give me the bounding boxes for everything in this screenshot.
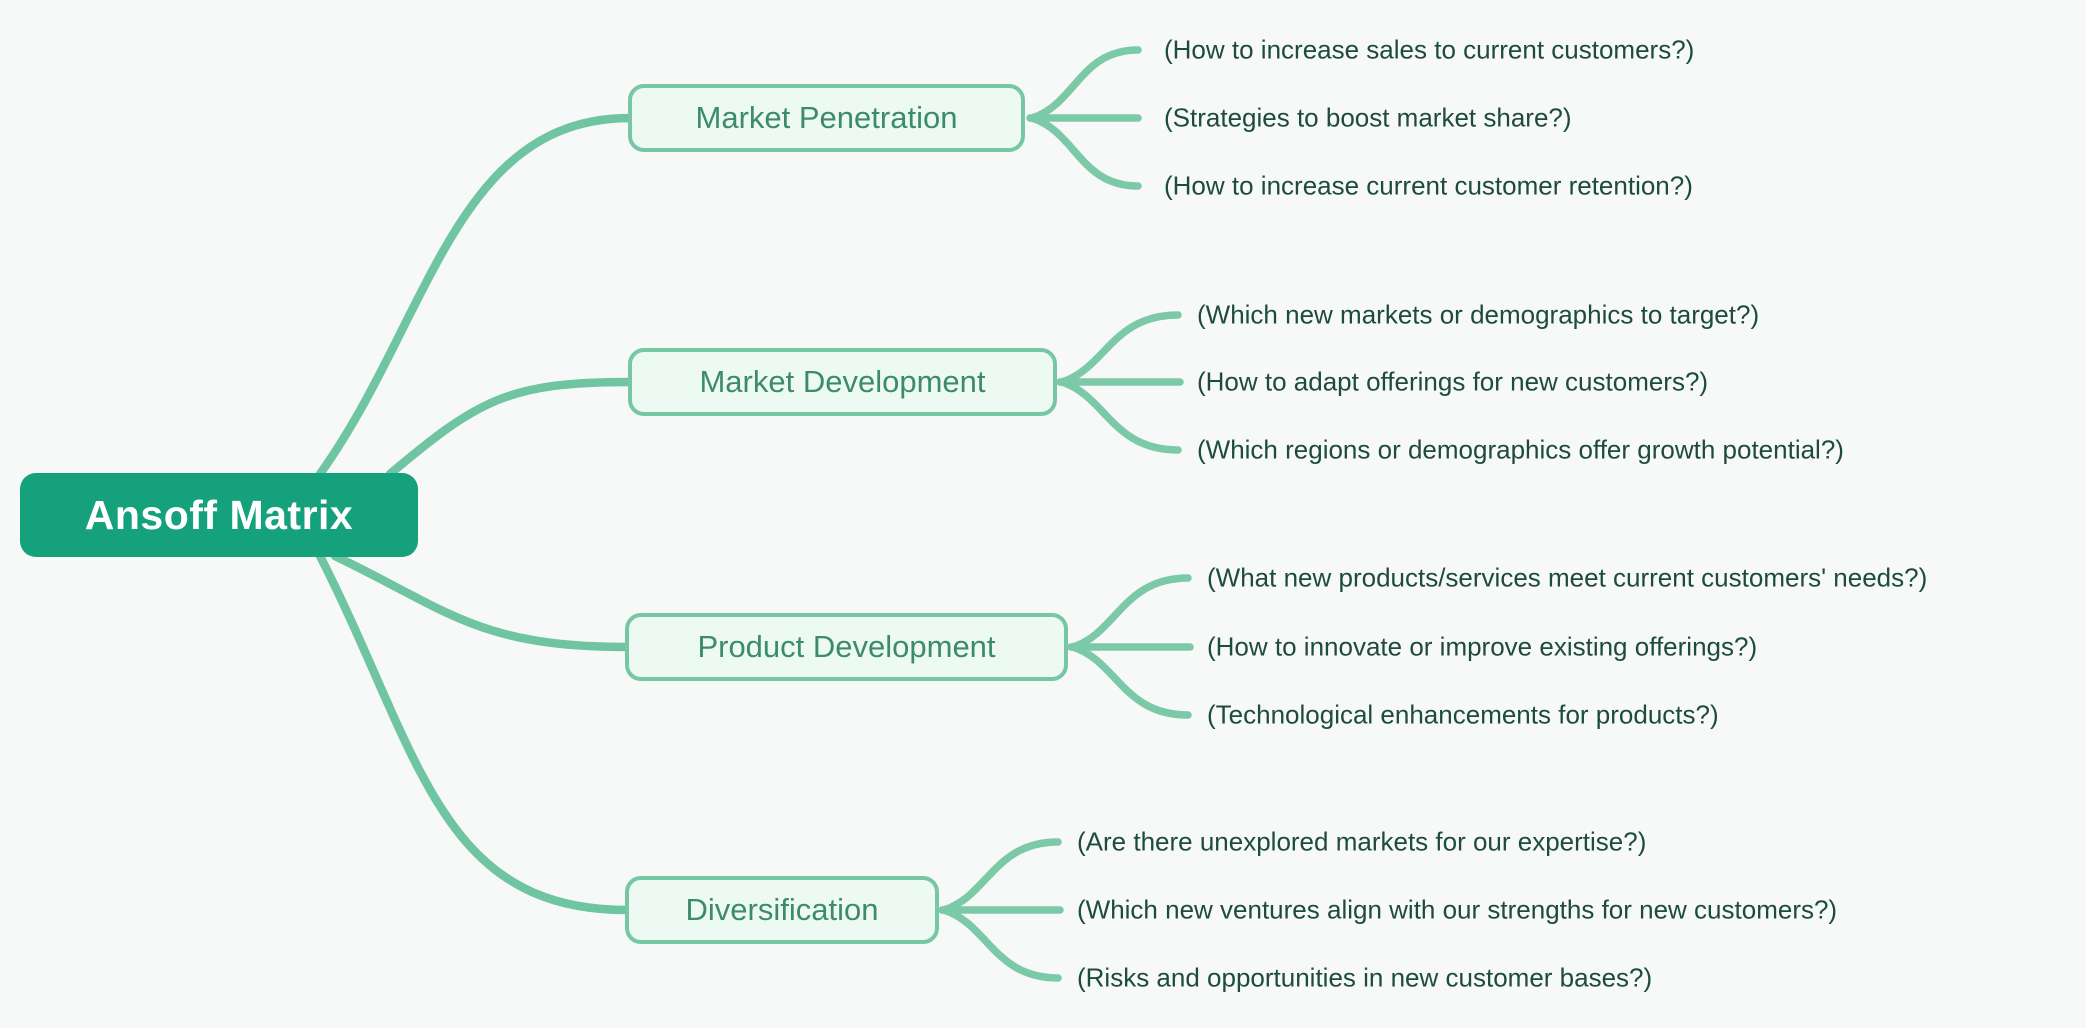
leaf-node-dv-2[interactable]: (Which new ventures align with our stren…	[1077, 894, 1838, 925]
branch-node-label: Market Penetration	[695, 100, 958, 135]
edge-root-to-market-development	[385, 377, 635, 479]
edge-md-leaf-1	[1058, 311, 1182, 386]
leaf-node-mp-1[interactable]: (How to increase sales to current custom…	[1164, 34, 1695, 65]
branch-node-diversification[interactable]: Diversification	[625, 876, 939, 944]
branch-node-label: Market Development	[699, 364, 986, 399]
edge-root-to-product-development	[330, 551, 632, 652]
leaf-node-pd-2[interactable]: (How to innovate or improve existing off…	[1207, 631, 1758, 662]
edge-mp-leaf-1	[1028, 46, 1142, 122]
edge-dv-leaf-1	[940, 838, 1062, 914]
edge-pd-leaf-3	[1069, 643, 1192, 719]
root-node-label: Ansoff Matrix	[84, 491, 354, 538]
leaf-node-mp-3[interactable]: (How to increase current customer retent…	[1164, 170, 1693, 201]
branch-node-label: Product Development	[697, 629, 996, 664]
branch-node-market-development[interactable]: Market Development	[628, 348, 1057, 416]
edge-pd-leaf-1	[1069, 574, 1192, 651]
edge-root-to-market-penetration	[315, 113, 635, 479]
root-node-ansoff-matrix[interactable]: Ansoff Matrix	[20, 473, 418, 557]
edge-dv-leaf-3	[940, 906, 1062, 982]
leaf-node-pd-1[interactable]: (What new products/services meet current…	[1207, 562, 1928, 593]
branch-node-product-development[interactable]: Product Development	[625, 613, 1068, 681]
leaf-node-dv-3[interactable]: (Risks and opportunities in new customer…	[1077, 962, 1653, 993]
branch-node-market-penetration[interactable]: Market Penetration	[628, 84, 1025, 152]
leaf-node-md-2[interactable]: (How to adapt offerings for new customer…	[1197, 366, 1709, 397]
branch-node-label: Diversification	[685, 892, 879, 927]
leaf-node-pd-3[interactable]: (Technological enhancements for products…	[1207, 699, 1719, 730]
edge-md-leaf-3	[1058, 378, 1182, 454]
leaf-node-md-3[interactable]: (Which regions or demographics offer gro…	[1197, 434, 1844, 465]
leaf-node-dv-1[interactable]: (Are there unexplored markets for our ex…	[1077, 826, 1647, 857]
edge-root-to-diversification	[315, 551, 632, 915]
edge-mp-leaf-3	[1028, 114, 1142, 190]
leaf-node-md-1[interactable]: (Which new markets or demographics to ta…	[1197, 299, 1760, 330]
leaf-node-mp-2[interactable]: (Strategies to boost market share?)	[1164, 102, 1572, 133]
